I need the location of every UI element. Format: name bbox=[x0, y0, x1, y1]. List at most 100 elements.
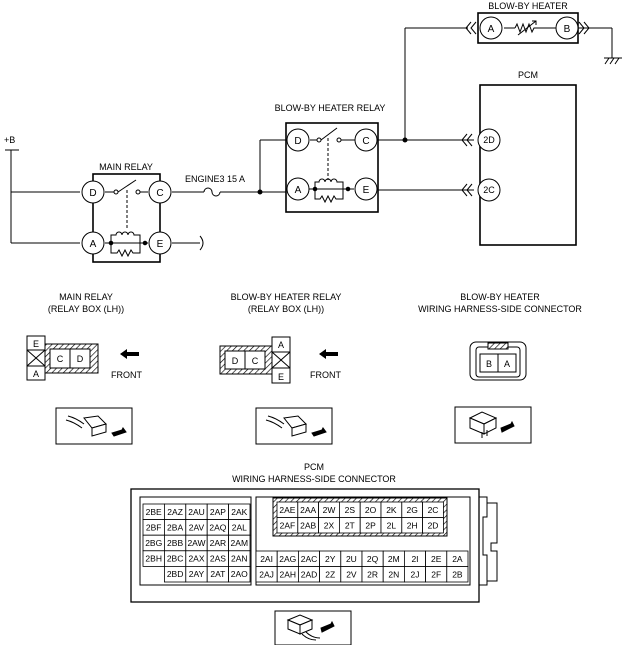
pcm-pin-label: 2D bbox=[428, 520, 439, 530]
bbh-relay-term-d: D bbox=[294, 136, 301, 147]
front-arrow-icon bbox=[319, 349, 338, 359]
pcm-pin-label: 2L bbox=[387, 520, 397, 530]
pcm-pin-label: 2Y bbox=[325, 554, 336, 564]
heater-term-a: A bbox=[488, 24, 495, 35]
pcm-pin-label: 2M bbox=[388, 554, 400, 564]
bbh-relay-conn-title: BLOW-BY HEATER RELAY bbox=[231, 292, 342, 302]
pcm-pin-label: 2BE bbox=[146, 507, 162, 517]
pcm-pin-label: 2A bbox=[452, 554, 463, 564]
front-label-1: FRONT bbox=[111, 370, 142, 380]
heater-conn-subtitle: WIRING HARNESS-SIDE CONNECTOR bbox=[418, 304, 582, 314]
pcm-pin-label: 2X bbox=[324, 520, 335, 530]
main-relay-term-e: E bbox=[157, 239, 164, 250]
pcm-pin-label: 2U bbox=[346, 554, 357, 564]
pcm-pin-label: 2AX bbox=[188, 554, 204, 564]
bbh-relay-conn-location: (RELAY BOX (LH)) bbox=[248, 304, 324, 314]
pcm-pin-label: 2T bbox=[345, 520, 355, 530]
bbh-relay-face-c: C bbox=[252, 356, 259, 366]
pcm-pin-label: 2N bbox=[388, 569, 399, 579]
pcm-pin-label: 2BB bbox=[167, 538, 183, 548]
pcm-pin-label: 2Q bbox=[367, 554, 379, 564]
plus-b-label: +B bbox=[4, 135, 15, 145]
heater-connector-face bbox=[469, 341, 527, 381]
pcm-pin-cell bbox=[228, 566, 251, 583]
pcm-pin-label: 2AT bbox=[210, 569, 225, 579]
pcm-pin-label: 2C bbox=[428, 505, 439, 515]
pcm-pin-label: 2AQ bbox=[209, 522, 226, 532]
pcm-pin-label: 2BD bbox=[167, 569, 184, 579]
pcm-pin-label: 2AP bbox=[210, 507, 226, 517]
pcm-pin-label: 2BF bbox=[146, 522, 162, 532]
bbh-relay-term-c: C bbox=[362, 136, 369, 147]
bbh-relay-box bbox=[285, 122, 379, 213]
main-relay-face-c: C bbox=[57, 354, 64, 364]
bbh-relay-face-d: D bbox=[232, 356, 239, 366]
bbh-relay-term-e: E bbox=[363, 185, 370, 196]
pcm-pin-label: 2AH bbox=[280, 569, 297, 579]
pcm-conn-subtitle: WIRING HARNESS-SIDE CONNECTOR bbox=[232, 474, 396, 484]
heater-face-a: A bbox=[504, 359, 510, 369]
pcm-pin-2d: 2D bbox=[483, 135, 495, 145]
main-relay-face-a: A bbox=[33, 369, 39, 379]
main-relay-face-d: D bbox=[77, 354, 84, 364]
pcm-pin-label: 2BH bbox=[145, 554, 162, 564]
bbh-relay-term-a: A bbox=[295, 185, 302, 196]
pcm-conn-title: PCM bbox=[304, 462, 324, 472]
pcm-pin-label: 2G bbox=[407, 505, 418, 515]
pcm-pin-label: 2AM bbox=[231, 538, 248, 548]
pcm-pin-label: 2P bbox=[365, 520, 376, 530]
pcm-pin-label: 2AF bbox=[280, 520, 296, 530]
pcm-pin-label: 2AV bbox=[189, 522, 205, 532]
pcm-connector-shell bbox=[130, 488, 498, 603]
front-arrow-icon bbox=[120, 349, 139, 359]
main-relay-conn-title: MAIN RELAY bbox=[59, 292, 113, 302]
main-relay-term-d: D bbox=[89, 188, 96, 199]
bbh-relay-face-a: A bbox=[278, 340, 284, 350]
pcm-pin-label: 2AG bbox=[279, 554, 296, 564]
pcm-pin-label: 2BA bbox=[167, 522, 183, 532]
pcm-box bbox=[479, 84, 577, 246]
pcm-pin-label: 2K bbox=[386, 505, 397, 515]
heater-conn-title: BLOW-BY HEATER bbox=[460, 292, 540, 302]
pcm-pin-label: 2J bbox=[411, 569, 420, 579]
pcm-pin-label: 2R bbox=[367, 569, 378, 579]
fuse-label: ENGINE3 15 A bbox=[185, 174, 245, 184]
pcm-pin-label: 2AO bbox=[231, 569, 248, 579]
heater-face-b: B bbox=[486, 359, 492, 369]
main-relay-face-e: E bbox=[33, 339, 39, 349]
pcm-pin-label: 2AS bbox=[210, 554, 226, 564]
pcm-pin-label: 2O bbox=[365, 505, 377, 515]
main-relay-box bbox=[92, 173, 161, 263]
bbh-relay-connector-face bbox=[219, 336, 291, 384]
main-relay-term-c: C bbox=[156, 188, 163, 199]
pcm-pin-label: 2BG bbox=[145, 538, 162, 548]
pcm-pin-label: 2AE bbox=[279, 505, 295, 515]
heater-term-b: B bbox=[564, 24, 571, 35]
main-relay-term-a: A bbox=[90, 239, 97, 250]
pcm-pin-label: 2AB bbox=[300, 520, 316, 530]
pcm-pin-label: 2Z bbox=[325, 569, 335, 579]
main-relay-connector-face bbox=[26, 335, 99, 381]
pcm-pin-label: 2AU bbox=[188, 507, 205, 517]
pcm-pin-label: 2AC bbox=[301, 554, 318, 564]
main-relay-title: MAIN RELAY bbox=[99, 162, 153, 172]
pcm-pin-label: 2AA bbox=[300, 505, 316, 515]
pcm-pin-label: 2AR bbox=[210, 538, 227, 548]
pcm-pin-label: 2S bbox=[345, 505, 356, 515]
pcm-pin-cell bbox=[446, 566, 469, 583]
circuit-schematic bbox=[5, 12, 622, 263]
pcm-pin-label: 2E bbox=[431, 554, 442, 564]
pcm-pin-label: 2W bbox=[323, 505, 336, 515]
pcm-pin-label: 2AJ bbox=[259, 569, 274, 579]
bbh-relay-face-e: E bbox=[278, 372, 284, 382]
pcm-pin-label: 2AD bbox=[301, 569, 318, 579]
bbh-relay-title: BLOW-BY HEATER RELAY bbox=[275, 103, 386, 113]
pcm-pin-label: 2BC bbox=[167, 554, 184, 564]
heater-title: BLOW-BY HEATER bbox=[488, 1, 568, 11]
pcm-pin-label: 2AY bbox=[189, 569, 205, 579]
pcm-pin-label: 2AK bbox=[231, 507, 247, 517]
pcm-pin-label: 2F bbox=[431, 569, 441, 579]
pcm-pin-label: 2B bbox=[452, 569, 463, 579]
